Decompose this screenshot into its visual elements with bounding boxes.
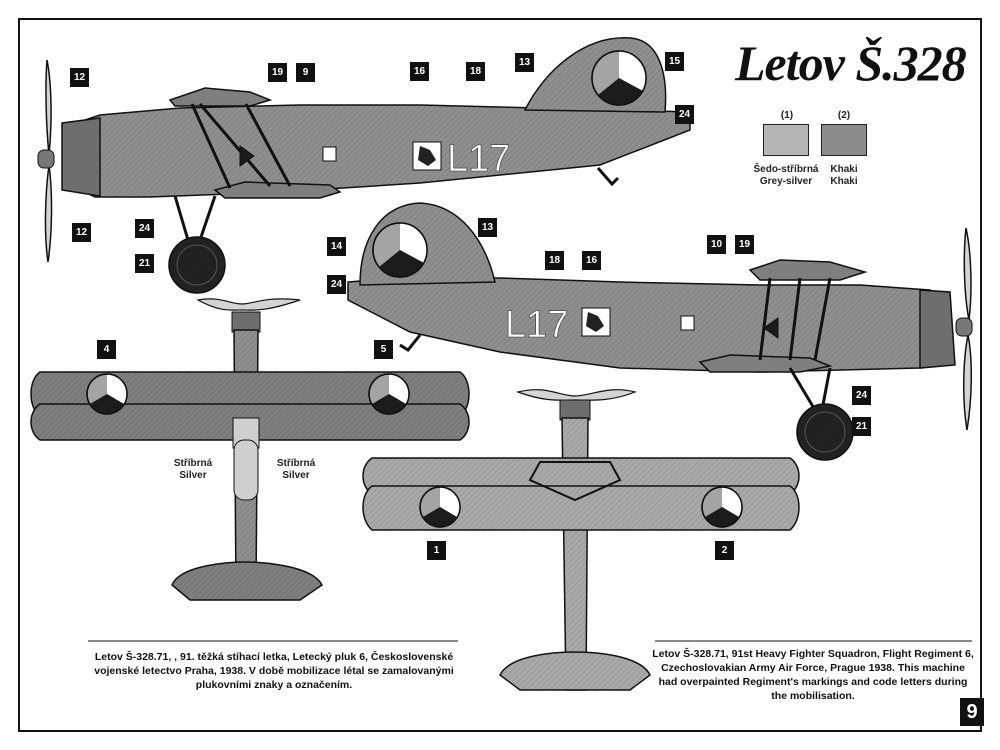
callout-2: 2 [715,541,734,560]
callout-19: 19 [268,63,287,82]
top-view [30,298,470,601]
silver-label-en-left: Silver [179,470,207,481]
callout-19: 19 [735,235,754,254]
callout-24: 24 [135,219,154,238]
callout-12: 12 [70,68,89,87]
wing-roundel-5 [368,373,410,415]
swatch-label-1: Šedo-stříbrná Grey-silver [741,164,831,188]
wing-roundel-1 [419,486,461,528]
callout-10: 10 [707,235,726,254]
swatch-name-cz-1: Šedo-stříbrná [753,164,819,175]
callout-18: 18 [466,62,485,81]
upper-wing-left-profile [168,87,273,107]
swatch-name-en-1: Grey-silver [759,176,813,187]
propeller-left-profile [37,59,55,263]
page-title: Letov Š.328 [735,35,967,91]
callout-16: 16 [410,62,429,81]
callout-24: 24 [327,275,346,294]
swatch-name-en-2: Khaki [830,176,858,187]
callout-21: 21 [135,254,154,273]
rudder-roundel-right [372,222,428,278]
callout-21: 21 [852,417,871,436]
callout-13: 13 [478,218,497,237]
callout-5: 5 [374,340,393,359]
callout-24: 24 [852,386,871,405]
caption-czech: Letov Š-328.71, , 91. těžká stíhací letk… [94,651,454,691]
swatch-name-cz-2: Khaki [830,164,858,175]
silver-label-cz-left: Stříbrná [173,458,213,469]
callout-4: 4 [97,340,116,359]
swatch-number-2: (2) [837,110,851,121]
callout-24: 24 [675,105,694,124]
right-side-profile [347,202,973,461]
callout-16: 16 [582,251,601,270]
silver-label-left: Stříbrná Silver [168,458,218,482]
callout-15: 15 [665,52,684,71]
silver-label-cz-right: Stříbrná [276,458,316,469]
callout-13: 13 [515,53,534,72]
callout-12: 12 [72,223,91,242]
wing-roundel-4 [86,373,128,415]
sheet-border [18,18,982,732]
swatch-label-2: Khaki Khaki [799,164,889,188]
bottom-view [362,389,800,691]
callout-14: 14 [327,237,346,256]
propeller-right-profile [955,227,973,431]
swatch-number-1: (1) [780,110,794,121]
code-letters-left-profile: L17 [447,138,510,180]
rudder-roundel-left [591,50,647,106]
callout-9: 9 [296,63,315,82]
callout-1: 1 [427,541,446,560]
silver-label-en-right: Silver [282,470,310,481]
callout-18: 18 [545,251,564,270]
code-letters-right-profile: L17 [505,304,568,346]
lower-wing-left-profile [213,181,342,199]
wing-roundel-2 [701,486,743,528]
swatch-khaki [821,124,867,156]
swatch-grey-silver [763,124,809,156]
left-side-profile [37,37,691,294]
page-number: 9 [960,698,984,726]
caption-english: Letov Š-328.71, 91st Heavy Fighter Squad… [652,648,974,702]
silver-label-right: Stříbrná Silver [271,458,321,482]
